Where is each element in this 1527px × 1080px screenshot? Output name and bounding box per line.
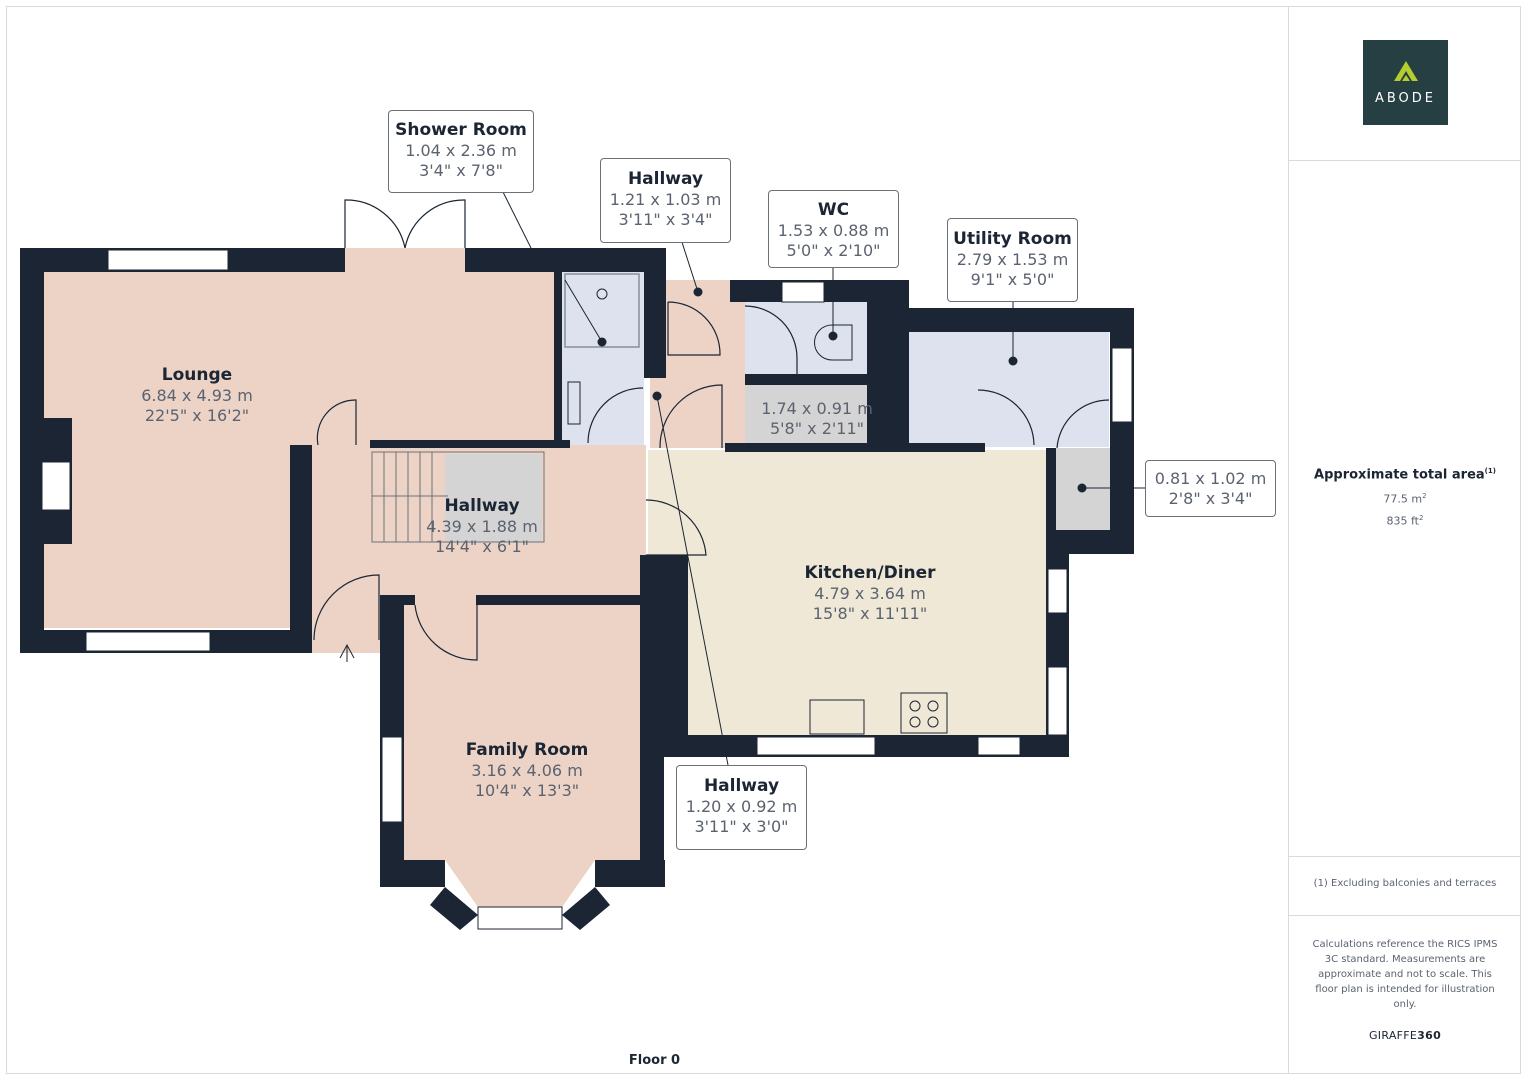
brand-light: GIRAFFE	[1368, 1029, 1418, 1042]
room-imperial: 3'11" x 3'4"	[618, 210, 713, 229]
fixtures	[339, 288, 948, 735]
room-fills	[44, 248, 1110, 910]
room-imperial: 3'4" x 7'8"	[419, 161, 503, 180]
footnote: (1) Excluding balconies and terraces	[1313, 878, 1497, 889]
brand-bold: 360	[1417, 1029, 1442, 1042]
floor-label: Floor 0	[628, 1053, 681, 1068]
divider	[1289, 856, 1521, 857]
room-imperial: 9'1" x 5'0"	[970, 270, 1055, 289]
hallway-lower-callout: Hallway 1.20 x 0.92 m 3'11" x 3'0"	[676, 765, 807, 850]
room-name: Hallway	[703, 776, 780, 796]
area-m2: 77.5 m2	[1289, 492, 1521, 506]
stairs	[371, 451, 545, 543]
room-imperial: 2'8" x 3'4"	[1168, 489, 1253, 508]
room-name: Utility Room	[953, 229, 1072, 249]
utility-room-area	[909, 332, 1109, 447]
room-metric: 1.21 x 1.03 m	[609, 190, 722, 209]
utility-room-callout: Utility Room 2.79 x 1.53 m 9'1" x 5'0"	[947, 218, 1078, 302]
store-area	[745, 385, 875, 443]
divider	[1289, 915, 1521, 916]
doors	[313, 199, 1110, 661]
wc-callout: WC 1.53 x 0.88 m 5'0" x 2'10"	[768, 190, 899, 268]
wc-area	[745, 302, 867, 374]
abode-logo: ABODE	[1363, 40, 1448, 125]
floor-plan-drawing	[20, 185, 1145, 930]
leader-dots	[597, 287, 1087, 493]
divider	[1289, 160, 1521, 161]
superscript: 2	[1422, 492, 1427, 500]
page-frame	[6, 6, 1521, 1074]
cupboard-callout: 0.81 x 1.02 m 2'8" x 3'4"	[1145, 460, 1276, 517]
logo-text: ABODE	[1374, 91, 1437, 106]
windows	[41, 249, 1133, 930]
room-metric: 1.20 x 0.92 m	[685, 797, 798, 816]
room-metric: 1.04 x 2.36 m	[405, 141, 517, 160]
room-imperial: 3'11" x 3'0"	[694, 817, 789, 836]
area-title-text: Approximate total area	[1314, 467, 1485, 483]
area-ft2: 835 ft2	[1289, 514, 1521, 528]
kitchen-diner-area	[648, 450, 1046, 735]
family-room-area	[404, 604, 640, 910]
floor-plan: Lounge 6.84 x 4.93 m 22'5" x 16'2" Hallw…	[7, 7, 1287, 1073]
room-name: Hallway	[627, 169, 704, 189]
room-name: Shower Room	[395, 120, 527, 140]
giraffe360-brand: GIRAFFE360	[1289, 1029, 1521, 1042]
shower-room-callout: Shower Room 1.04 x 2.36 m 3'4" x 7'8"	[388, 110, 534, 193]
area-m2-value: 77.5 m	[1383, 492, 1423, 506]
room-metric: 2.79 x 1.53 m	[956, 250, 1069, 269]
room-imperial: 5'0" x 2'10"	[786, 241, 881, 260]
room-name: WC	[817, 200, 850, 220]
room-metric: 1.53 x 0.88 m	[777, 221, 890, 240]
superscript: 2	[1419, 514, 1424, 522]
area-title: Approximate total area(1)	[1289, 467, 1521, 482]
leader-lines	[499, 185, 1145, 766]
footnote-marker: (1)	[1484, 467, 1496, 475]
room-metric: 0.81 x 1.02 m	[1154, 469, 1267, 488]
disclaimer: Calculations reference the RICS IPMS 3C …	[1312, 939, 1498, 1010]
info-sidebar: ABODE Approximate total area(1) 77.5 m2 …	[1288, 7, 1521, 1073]
area-ft2-value: 835 ft	[1386, 514, 1419, 528]
roof-chevron-icon	[1393, 61, 1418, 83]
hallway-upper-callout: Hallway 1.21 x 1.03 m 3'11" x 3'4"	[600, 158, 731, 243]
